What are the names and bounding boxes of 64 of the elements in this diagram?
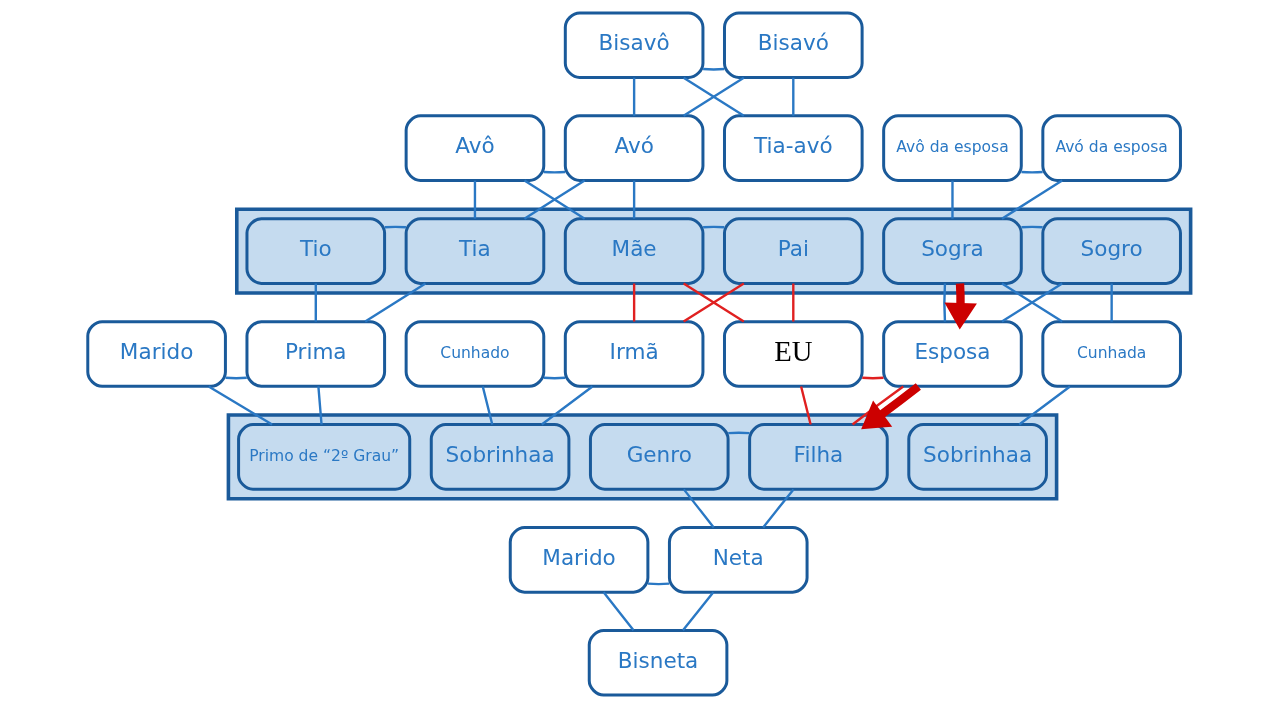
connector bbox=[861, 376, 884, 380]
node-box: Filha bbox=[747, 423, 889, 491]
node-box: Sogro bbox=[1040, 217, 1182, 285]
connector bbox=[1020, 170, 1043, 174]
connector bbox=[681, 591, 714, 632]
node-box: Sobrinhaa bbox=[906, 423, 1048, 491]
connector bbox=[473, 180, 476, 219]
node-box: EU bbox=[722, 320, 864, 388]
connector bbox=[799, 386, 812, 425]
node-box: Bisavô bbox=[563, 11, 704, 80]
connector bbox=[1109, 283, 1113, 322]
node-box: Pai bbox=[722, 217, 864, 285]
connector bbox=[702, 67, 724, 71]
node-box: Esposa bbox=[881, 320, 1023, 388]
connector bbox=[543, 376, 565, 380]
connector bbox=[791, 77, 794, 116]
connector bbox=[647, 582, 669, 586]
node-box: Sogra bbox=[881, 217, 1023, 285]
node-box: Primo de “2º Grau” bbox=[236, 423, 411, 491]
connector bbox=[682, 282, 744, 323]
node-box: Genro bbox=[588, 423, 730, 491]
connector bbox=[950, 180, 954, 219]
node-box: Avô bbox=[404, 114, 545, 182]
node-box: Prima bbox=[244, 320, 386, 388]
node-box: Marido bbox=[85, 320, 227, 388]
connector bbox=[727, 431, 749, 435]
connector bbox=[384, 225, 406, 229]
node-box: Marido bbox=[508, 526, 649, 594]
connector bbox=[602, 591, 634, 632]
connector bbox=[481, 386, 493, 425]
cluster bbox=[226, 413, 1058, 501]
connector bbox=[942, 283, 946, 322]
connector bbox=[761, 488, 794, 529]
connector bbox=[682, 488, 715, 529]
connector bbox=[702, 225, 724, 229]
connector bbox=[1000, 179, 1063, 220]
node-box: Neta bbox=[667, 526, 809, 594]
node-box: Irmã bbox=[563, 320, 704, 388]
connector bbox=[314, 283, 317, 322]
node-box: Avô da esposa bbox=[881, 114, 1023, 182]
connector bbox=[851, 385, 904, 426]
node-box: Tio bbox=[244, 217, 386, 285]
node-box: Bisneta bbox=[587, 628, 728, 697]
node-box: Avó bbox=[563, 114, 704, 182]
cluster bbox=[234, 207, 1192, 295]
node-box: Avó da esposa bbox=[1040, 114, 1182, 182]
node-box: Mãe bbox=[563, 217, 704, 285]
node-box: Tia bbox=[404, 217, 545, 285]
connector bbox=[682, 76, 744, 117]
node-box: Bisavó bbox=[722, 11, 864, 80]
node-box: Cunhada bbox=[1040, 320, 1182, 388]
connector bbox=[316, 386, 323, 425]
node-box: Cunhado bbox=[404, 320, 545, 388]
connector bbox=[1020, 225, 1043, 229]
connector bbox=[225, 376, 247, 380]
arrow bbox=[943, 283, 977, 330]
node-box: Tia-avó bbox=[722, 114, 864, 182]
node-box: Sobrinhaa bbox=[429, 423, 570, 491]
connector bbox=[632, 283, 635, 322]
arrow bbox=[860, 383, 921, 430]
connector bbox=[632, 180, 635, 219]
connector bbox=[632, 77, 635, 116]
connector bbox=[543, 170, 565, 174]
connector bbox=[791, 283, 794, 322]
